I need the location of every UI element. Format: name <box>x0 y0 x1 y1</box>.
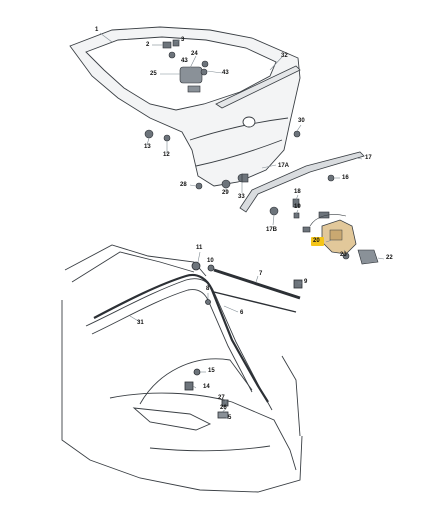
callout-2: 2 <box>146 42 150 48</box>
callout-10: 10 <box>207 258 214 264</box>
callout-33: 33 <box>238 194 245 200</box>
trim-strip <box>239 151 365 213</box>
callout-14: 14 <box>203 384 210 390</box>
callout-22: 22 <box>386 255 393 261</box>
callout-28: 28 <box>180 182 187 188</box>
callout-20: 20 <box>313 238 320 244</box>
strut-assembly <box>184 261 303 419</box>
callout-29: 29 <box>222 190 229 196</box>
callout-12: 12 <box>163 152 170 158</box>
callout-8: 8 <box>206 286 210 292</box>
callout-32: 32 <box>281 53 288 59</box>
leader-lines <box>99 32 385 420</box>
callout-1: 1 <box>95 27 99 33</box>
tailgate-hardware <box>144 39 350 260</box>
callout-18: 18 <box>294 189 301 195</box>
car-body <box>61 244 303 493</box>
callout-17b: 17B <box>266 227 278 233</box>
callout-3: 3 <box>181 37 185 43</box>
callout-11: 11 <box>196 245 203 251</box>
callout-31: 31 <box>137 320 144 326</box>
callout-17a: 17A <box>278 163 290 169</box>
callout-9: 9 <box>304 279 308 285</box>
lock-assembly <box>309 214 379 265</box>
callout-43b: 43 <box>222 70 229 76</box>
callout-16: 16 <box>342 175 349 181</box>
spoiler-strip <box>215 65 301 109</box>
tailgate-panel <box>69 26 301 187</box>
callout-23: 23 <box>340 252 347 258</box>
callout-27: 27 <box>218 395 225 401</box>
callout-26: 26 <box>220 405 227 411</box>
callout-13: 13 <box>144 144 151 150</box>
callout-5: 5 <box>228 415 232 421</box>
callout-15: 15 <box>208 368 215 374</box>
callout-30: 30 <box>298 118 305 124</box>
callout-25: 25 <box>150 71 157 77</box>
callout-43a: 43 <box>181 58 188 64</box>
callout-17: 17 <box>365 155 372 161</box>
label-20-highlight <box>311 237 324 246</box>
callout-7: 7 <box>259 271 263 277</box>
boot-seal <box>93 273 269 403</box>
callout-24: 24 <box>191 51 198 57</box>
callout-19: 19 <box>294 204 301 210</box>
callout-6: 6 <box>240 310 244 316</box>
